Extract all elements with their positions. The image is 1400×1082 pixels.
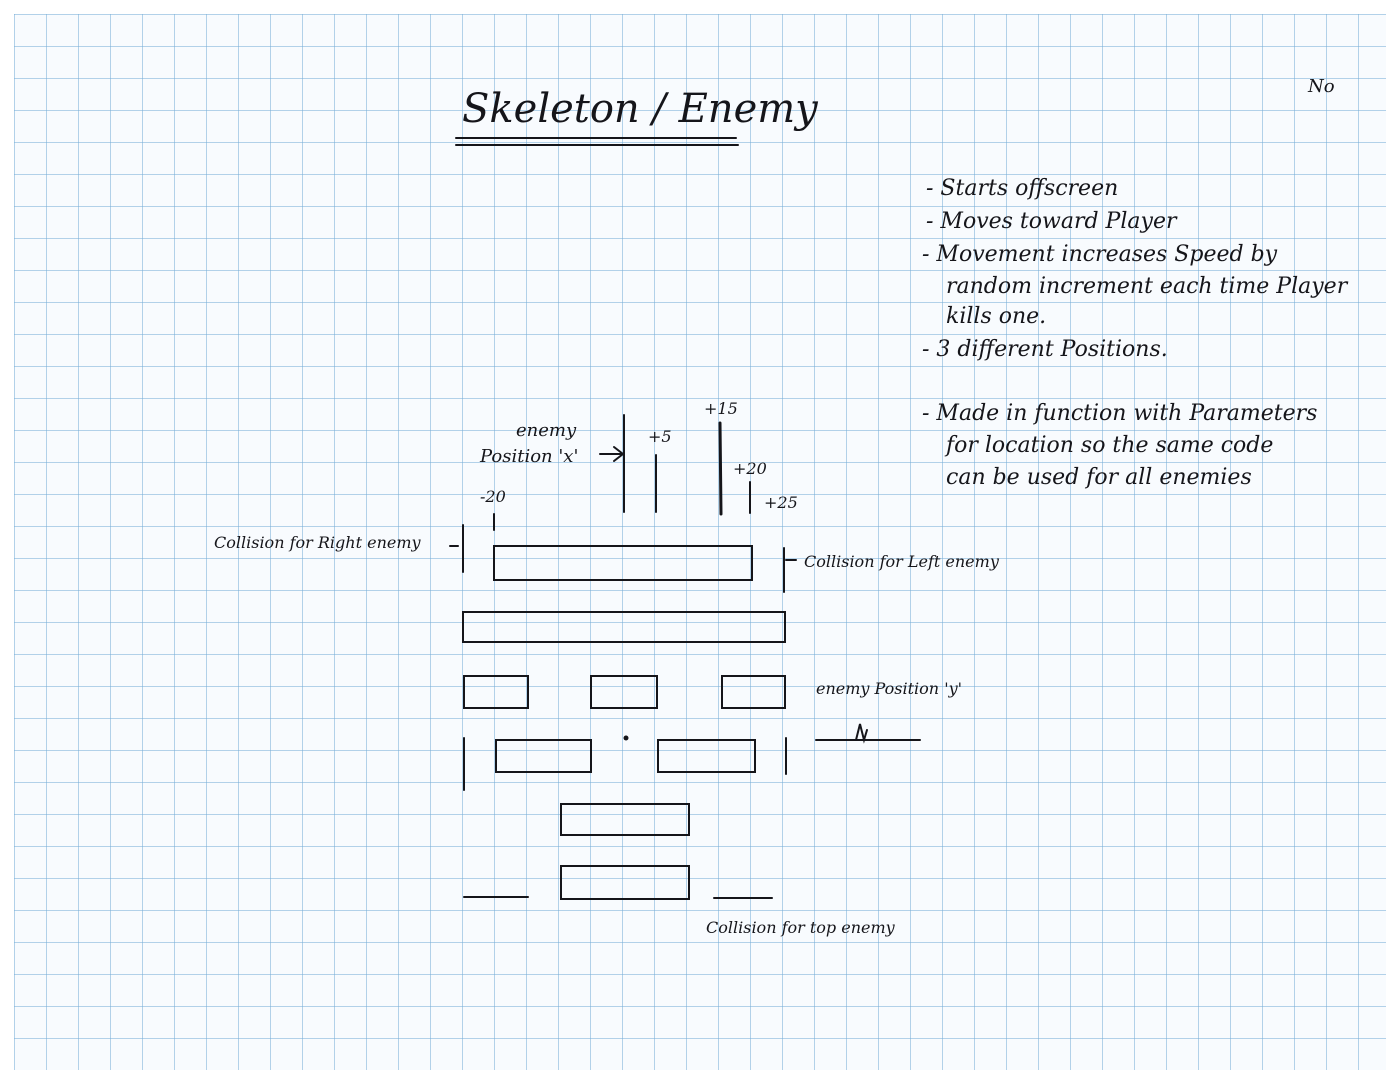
rib-rect-left <box>463 675 529 709</box>
note-line-3: - Movement increases Speed by <box>922 242 1278 267</box>
leg-rect-lower <box>560 865 690 900</box>
pelvis-rect-right <box>657 739 756 773</box>
note-line-5: kills one. <box>946 304 1046 329</box>
page-number: No <box>1307 76 1335 97</box>
label-enemy-y: enemy Position 'y' <box>816 679 962 698</box>
label-enemy-x-line1: enemy <box>516 420 577 441</box>
skull-rect <box>493 545 753 581</box>
note-line-2: - Moves toward Player <box>926 209 1178 234</box>
rib-rect-center <box>590 675 658 709</box>
label-minus20: -20 <box>480 487 506 506</box>
note-line-1: - Starts offscreen <box>926 176 1118 201</box>
pelvis-rect-left <box>495 739 592 773</box>
shoulder-rect <box>462 611 786 643</box>
label-enemy-x-line2: Position 'x' <box>479 446 578 467</box>
rib-rect-right <box>721 675 786 709</box>
label-plus20: +20 <box>733 459 767 478</box>
note-line-9: can be used for all enemies <box>946 465 1252 490</box>
label-collision-right: Collision for Right enemy <box>214 533 422 552</box>
label-plus25: +25 <box>764 493 798 512</box>
note-line-6: - 3 different Positions. <box>922 337 1168 362</box>
label-collision-left: Collision for Left enemy <box>804 552 1000 571</box>
note-line-4: random increment each time Player <box>946 274 1349 299</box>
center-dot <box>623 735 629 741</box>
page-title: Skeleton / Enemy <box>462 86 819 132</box>
leg-rect-upper <box>560 803 690 836</box>
note-line-8: for location so the same code <box>944 433 1273 458</box>
y-marker-arrow <box>855 723 868 744</box>
label-plus15: +15 <box>704 399 738 418</box>
tick-plus15 <box>718 421 723 516</box>
label-plus5: +5 <box>648 427 672 446</box>
note-line-7: - Made in function with Parameters <box>922 401 1317 426</box>
label-collision-top: Collision for top enemy <box>706 918 896 937</box>
graph-paper <box>14 14 1386 1070</box>
